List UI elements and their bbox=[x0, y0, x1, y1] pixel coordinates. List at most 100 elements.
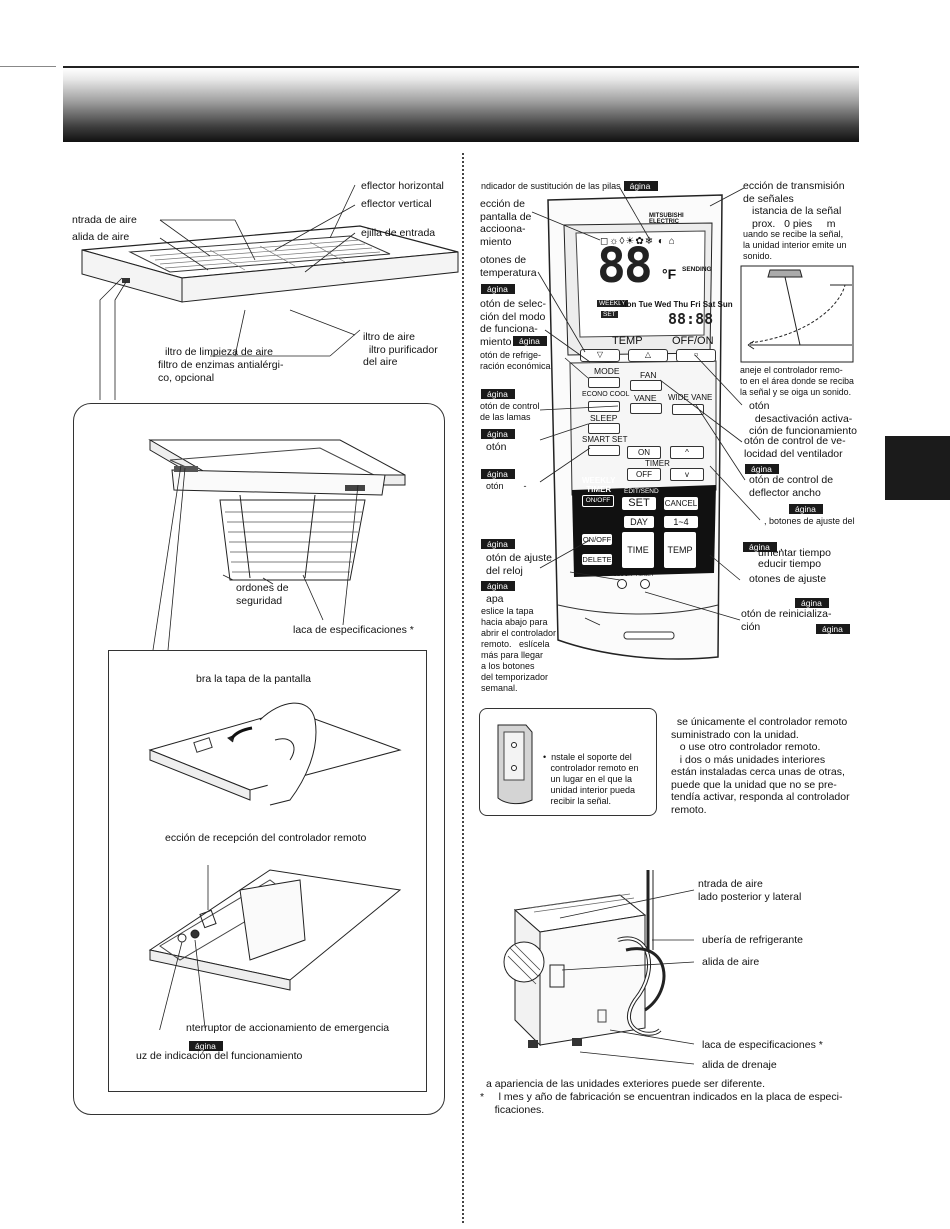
label-outdoor-air-inlet: ntrada de aire lado posterior y lateral bbox=[698, 878, 802, 903]
label-emergency-switch: nterruptor de accionamiento de emergenci… bbox=[186, 1022, 390, 1034]
label-smartset-button: otón - bbox=[486, 481, 527, 491]
ref-sleep: ágina bbox=[478, 464, 515, 482]
grille-opened-diagram bbox=[148, 439, 406, 581]
leader-lines-left bbox=[152, 464, 359, 651]
remote-fan-label: FAN bbox=[640, 370, 657, 380]
remote-delete-button[interactable]: DELETE bbox=[582, 554, 612, 565]
label-transmit-section: ección de transmisión de señales bbox=[743, 180, 845, 205]
remote-weekly-onoff-button[interactable]: ON/OFF bbox=[582, 495, 614, 507]
ref-clock: ágina bbox=[478, 576, 515, 594]
label-display-section: ección de pantalla de accioona- miento bbox=[480, 198, 532, 248]
label-increase-time: umentar tiempo bbox=[758, 547, 831, 559]
label-cleaning-filter: iltro de limpieza de aire bbox=[165, 346, 273, 358]
label-decrease-time: educir tiempo bbox=[758, 558, 822, 570]
ref-reset: ágina bbox=[813, 619, 850, 637]
ref-econo: ágina bbox=[478, 384, 515, 402]
label-reset-button: otón de reinicializa- ción bbox=[741, 608, 832, 633]
holder-note-box bbox=[479, 708, 657, 816]
usage-note: se únicamente el controlador remoto sumi… bbox=[671, 716, 850, 816]
label-transmit-note: uando se recibe la señal, la unidad inte… bbox=[743, 229, 847, 261]
remote-mode-label: MODE bbox=[594, 366, 620, 376]
remote-temp-up-button[interactable]: △ bbox=[628, 349, 668, 362]
remote-range-button[interactable]: 1~4 bbox=[664, 516, 698, 528]
remote-clock-label: CLOCK bbox=[613, 572, 632, 578]
label-outdoor-spec-plate: laca de especificaciones * bbox=[702, 1039, 823, 1051]
remote-sleep-label: SLEEP bbox=[590, 413, 618, 423]
leader-lines-outdoor bbox=[559, 889, 695, 1065]
remote-econo-cool-label: ECONO COOL bbox=[582, 391, 630, 398]
remote-vane-label: VANE bbox=[634, 393, 657, 403]
label-temp-buttons: otones de temperatura bbox=[480, 254, 537, 279]
remote-time-button[interactable]: TIME bbox=[622, 532, 654, 568]
note-appearance: a apariencia de las unidades exteriores … bbox=[486, 1078, 766, 1090]
remote-mode-button[interactable] bbox=[588, 377, 620, 388]
label-sleep-button: otón bbox=[486, 441, 507, 453]
label-deflector-vertical: eflector vertical bbox=[361, 198, 432, 210]
remote-weekly-badge: WEEKLY bbox=[597, 300, 628, 307]
ref-emergency: ágina bbox=[186, 1036, 223, 1054]
remote-temp-label: TEMP bbox=[612, 335, 643, 347]
remote-sleep-button[interactable] bbox=[588, 423, 620, 434]
remote-timer-digits: 88:88 bbox=[668, 310, 714, 328]
remote-set-badge: SET bbox=[601, 311, 618, 318]
remote-day-button[interactable]: DAY bbox=[624, 516, 654, 528]
remote-wide-vane-button[interactable] bbox=[672, 404, 704, 415]
label-mode-select: otón de selec- ción del modo de funciona… bbox=[480, 298, 546, 348]
remote-days: Mon Tue Wed Thu Fri Sat Sun bbox=[620, 300, 733, 309]
remote-temp-down-button[interactable]: ▽ bbox=[580, 349, 620, 362]
remote-temp-digits: 88 bbox=[597, 238, 653, 294]
remote-timer-up-button[interactable]: ^ bbox=[670, 446, 704, 459]
remote-timer-down-button[interactable]: v bbox=[670, 468, 704, 481]
label-refrigerant-pipe: ubería de refrigerante bbox=[702, 934, 803, 946]
remote-holder-illustration bbox=[497, 724, 533, 805]
remote-brand: MITSUBISHI ELECTRIC bbox=[649, 213, 684, 225]
remote-fan-button[interactable] bbox=[630, 380, 662, 391]
label-cover: apa bbox=[486, 593, 504, 605]
section-tab-marker bbox=[885, 436, 950, 500]
label-widevane-button: otón de control de deflector ancho bbox=[749, 474, 834, 499]
label-open-cover: bra la tapa de la pantalla bbox=[196, 673, 312, 685]
label-air-inlet: ntrada de aire bbox=[72, 214, 137, 226]
remote-edit-send-label: EDIT/SEND bbox=[624, 488, 659, 495]
section-header-band bbox=[63, 66, 859, 142]
label-drain-outlet: alida de drenaje bbox=[702, 1059, 777, 1071]
label-air-outlet: alida de aire bbox=[72, 231, 130, 243]
remote-onoff-button[interactable]: ON/OFF bbox=[582, 534, 612, 545]
label-receiver-section: ección de recepción del controlador remo… bbox=[165, 832, 367, 844]
remote-timer-on-button[interactable]: ON bbox=[627, 446, 661, 459]
ref-widevane: ágina bbox=[786, 499, 823, 517]
remote-cancel-button[interactable]: CANCEL bbox=[664, 497, 698, 510]
header-rule bbox=[0, 66, 56, 67]
remote-smart-set-label: SMART SET bbox=[582, 435, 628, 444]
ref-mode: ágina bbox=[510, 331, 547, 349]
indoor-unit-diagram bbox=[81, 184, 459, 400]
label-deflector-horizontal: eflector horizontal bbox=[361, 180, 444, 192]
receiver-illustration bbox=[148, 865, 402, 1030]
ref-fan: ágina bbox=[742, 459, 779, 477]
label-air-filter: iltro de aire iltro purificador del aire bbox=[363, 331, 438, 368]
open-cover-illustration bbox=[148, 702, 402, 806]
holder-note: • nstale el soporte del controlador remo… bbox=[543, 752, 639, 806]
remote-clock-button[interactable] bbox=[617, 579, 627, 589]
column-divider bbox=[462, 153, 464, 1223]
remote-temp-timer-button[interactable]: TEMP bbox=[664, 532, 696, 568]
label-fan-button: otón de control de ve- locidad del venti… bbox=[744, 435, 846, 460]
label-safety-cords: ordones de seguridad bbox=[236, 582, 289, 607]
remote-weekly-timer-label: WEEKLY TIMER bbox=[582, 476, 616, 494]
cover-detail-box bbox=[108, 650, 427, 1092]
remote-timer-off-button[interactable]: OFF bbox=[627, 468, 661, 481]
remote-set-button[interactable]: SET bbox=[622, 497, 656, 510]
label-inlet-grille: ejilla de entrada bbox=[361, 227, 436, 239]
leader-lines-remote bbox=[531, 187, 761, 626]
remote-vane-button[interactable] bbox=[630, 403, 662, 414]
remote-reset-button[interactable] bbox=[640, 579, 650, 589]
label-operation-light: uz de indicación del funcionamiento bbox=[136, 1050, 303, 1062]
ref-timer: ágina bbox=[478, 534, 515, 552]
remote-smart-set-button[interactable] bbox=[588, 445, 620, 456]
label-clock-button: otón de ajuste del reloj bbox=[486, 552, 552, 577]
label-cover-note: eslice la tapa hacia abajo para abrir el… bbox=[481, 606, 557, 693]
ref-adjust: ágina bbox=[792, 593, 829, 611]
label-adjust-buttons: otones de ajuste bbox=[749, 573, 827, 585]
remote-temp-unit: °F bbox=[662, 266, 677, 282]
ref-temp: ágina bbox=[478, 279, 515, 297]
